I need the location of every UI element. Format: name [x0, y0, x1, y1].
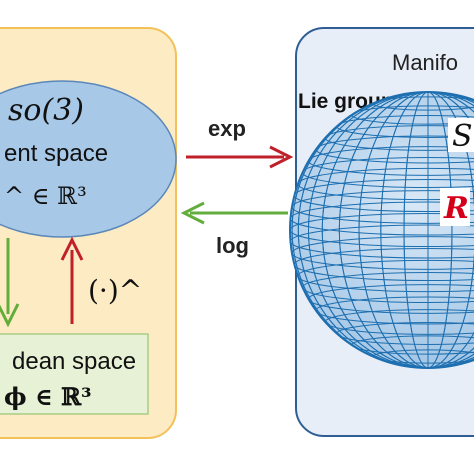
tangent-space-ellipse: [0, 80, 177, 238]
manifold-label: Manifo: [392, 50, 458, 75]
exp-arrow: [186, 145, 294, 169]
sphere-longitude-line: [338, 92, 474, 368]
sphere-longitude-line: [307, 92, 474, 368]
log-label: log: [216, 233, 249, 258]
algebra-title: so(3): [8, 93, 84, 128]
hat-arrow: [60, 236, 84, 324]
hat-vector-label: ^ ∈ ℝ³: [4, 182, 87, 210]
euclidean-space-box: [0, 333, 149, 415]
sphere-latitude-line: [290, 212, 474, 248]
group-symbol-bg: [448, 118, 474, 152]
sphere-longitude-line: [291, 92, 474, 368]
tangent-space-label: ent space: [4, 140, 108, 167]
sphere-longitude-line: [358, 92, 474, 368]
element-symbol-bg: [440, 188, 470, 226]
sphere-longitude-line: [380, 92, 474, 368]
sphere-longitude-line: [403, 92, 453, 368]
exp-label: exp: [208, 116, 246, 141]
sphere-longitude-line: [297, 92, 474, 368]
sphere: [289, 91, 474, 369]
euclidean-space-label: dean space: [12, 348, 136, 375]
sphere-longitude-line: [321, 92, 474, 368]
element-symbol: R: [443, 191, 469, 226]
hat-operator-label: (·)^: [88, 274, 142, 307]
group-symbol: S: [452, 119, 473, 154]
vee-arrow: [0, 238, 20, 328]
log-arrow: [180, 201, 288, 225]
euclidean-vector-label: ϕ ∈ ℝ³: [4, 382, 92, 411]
